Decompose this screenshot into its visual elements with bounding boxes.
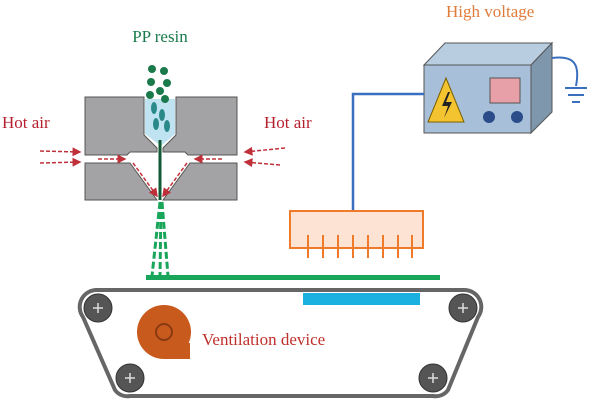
high-voltage-wire xyxy=(351,92,424,211)
ventilation-fan-icon xyxy=(137,305,191,359)
resin-pellets xyxy=(146,65,171,132)
hot-air-left-label: Hot air xyxy=(2,113,50,132)
melt-blown-die xyxy=(84,96,238,201)
needle-electrode xyxy=(289,210,424,258)
fiber-web xyxy=(146,275,440,280)
fiber-stream xyxy=(150,201,170,277)
collector-plate xyxy=(303,293,420,305)
hot-air-right-label: Hot air xyxy=(264,113,312,132)
ventilation-device-label: Ventilation device xyxy=(202,330,325,349)
knob xyxy=(511,111,523,123)
ground-symbol-icon xyxy=(551,56,587,103)
high-voltage-label: High voltage xyxy=(446,2,534,21)
conveyor-belt xyxy=(77,287,484,399)
knob xyxy=(483,111,495,123)
power-switch xyxy=(489,77,521,104)
high-voltage-supply xyxy=(422,41,554,135)
pp-resin-label: PP resin xyxy=(132,27,188,46)
hot-air-arrows xyxy=(39,146,286,198)
